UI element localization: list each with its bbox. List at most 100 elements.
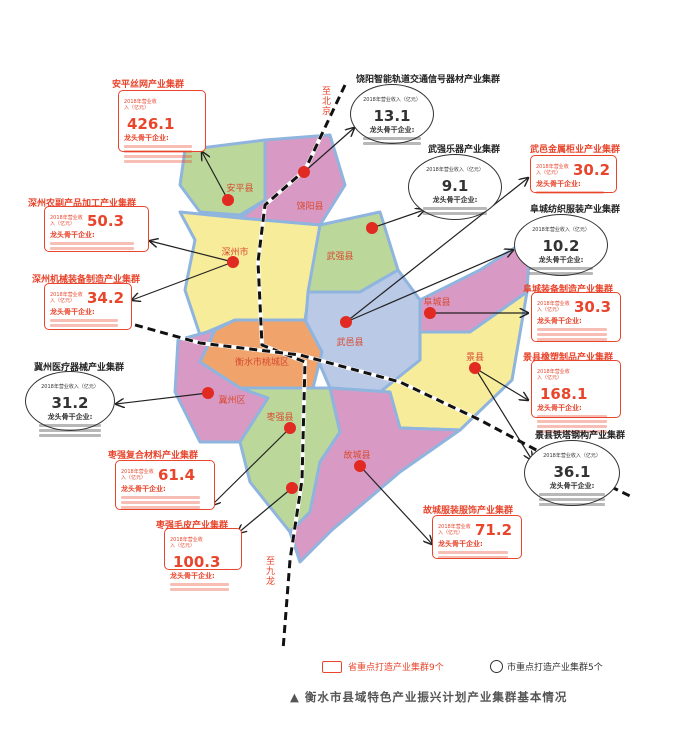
cluster-title: 枣强复合材料产业集群 [108,451,199,461]
revenue-value: 10.2 [542,237,580,255]
cluster-title: 深州农副产品加工产业集群 [28,199,137,209]
cluster-arrow [116,392,209,404]
lead-firms-label: 龙头骨干企业: [538,256,584,264]
county-label: 衡水市桃城区 [235,356,289,368]
county-label: 饶阳县 [296,200,323,212]
company-name-line [170,583,230,586]
revenue-label: 2018年营业收入（亿元） [536,163,569,176]
company-name-line [528,272,594,275]
company-name-line [39,429,101,432]
revenue-value: 13.1 [373,107,411,125]
company-name-line [537,420,608,423]
railway-line [109,316,633,499]
cluster-location-dot [469,362,481,374]
figure-caption: ▲ 衡水市县域特色产业振兴计划产业集群基本情况 [290,690,568,704]
lead-firms-label: 龙头骨干企业: [50,231,95,239]
company-name-line [539,498,605,501]
lead-firms-label: 龙头骨干企业: [537,404,582,412]
lead-firms-label: 龙头骨干企业: [536,180,581,188]
cluster-title: 安平丝网产业集群 [112,80,185,90]
company-name-line [539,503,605,506]
company-name-line [536,191,604,194]
county-label: 武强县 [326,250,353,262]
revenue-label: 2018年营业收入（亿元） [426,166,484,173]
cluster-arrow [371,210,424,229]
cluster-arrow [303,128,354,173]
county-region [288,386,462,564]
company-name-line [537,425,608,428]
cluster-location-dot [286,482,298,494]
lead-firms-label: 龙头骨干企业: [537,317,582,325]
lead-firms-label: 龙头骨干企业: [124,134,169,142]
company-name-line [124,145,193,148]
cluster-arrow [345,178,528,323]
lead-firms-label: 龙头骨干企业: [121,485,166,493]
company-name-line [537,338,608,341]
cluster-location-dot [366,222,378,234]
lead-firms-label: 龙头骨干企业: [50,308,95,316]
cluster-location-dot [202,387,214,399]
lead-firms-label: 龙头骨干企业: [549,482,595,490]
revenue-value: 61.4 [158,465,196,484]
legend-municipal-label: 市重点打造产业集群5个 [507,663,603,673]
revenue-value: 100.3 [173,552,221,571]
county-label: 阜城县 [423,296,450,308]
revenue-value: 426.1 [127,114,175,133]
company-name-line [438,556,509,559]
revenue-value: 9.1 [441,177,469,195]
revenue-label: 2018年营业收入（亿元） [438,523,471,536]
cluster-arrow [474,367,528,400]
cluster-arrow [150,241,234,263]
county-label: 景县 [466,352,484,363]
cluster-location-dot [298,166,310,178]
cluster-arrow [212,427,291,505]
company-name-line [438,551,509,554]
cluster-title: 武邑金属柜业产业集群 [530,145,621,155]
company-name-line [537,415,608,418]
cluster-location-dot [340,316,352,328]
company-name-line [50,319,119,322]
company-name-line [537,333,608,336]
cluster-arrow [345,250,513,323]
company-name-line [363,142,421,145]
county-label: 深州市 [221,246,248,258]
company-name-line [537,430,608,433]
lead-firms-label: 龙头骨干企业: [369,126,415,134]
lead-firms-label: 龙头骨干企业: [47,413,93,421]
revenue-value: 71.2 [475,520,513,539]
company-name-line [39,424,101,427]
lead-firms-label: 龙头骨干企业: [438,540,483,548]
revenue-label: 2018年营业收入（亿元） [41,383,99,390]
revenue-label: 2018年营业收入（亿元） [121,468,154,481]
lead-firms-label: 龙头骨干企业: [170,572,215,580]
county-label: 故城县 [343,449,370,461]
cluster-title: 景县铁塔钢构产业集群 [535,431,626,441]
revenue-label: 2018年营业收入（亿元） [537,368,570,381]
revenue-value: 30.3 [574,297,612,316]
revenue-value: 50.3 [87,211,125,230]
company-name-line [422,212,488,215]
revenue-label: 2018年营业收入（亿元） [50,214,83,227]
company-name-line [170,588,230,591]
company-name-line [121,501,201,504]
cluster-arrow [202,152,229,201]
revenue-label: 2018年营业收入（亿元） [532,226,590,233]
cluster-location-dot [222,194,234,206]
county-label: 冀州区 [218,394,245,406]
cluster-title: 故城服装服饰产业集群 [423,506,514,516]
